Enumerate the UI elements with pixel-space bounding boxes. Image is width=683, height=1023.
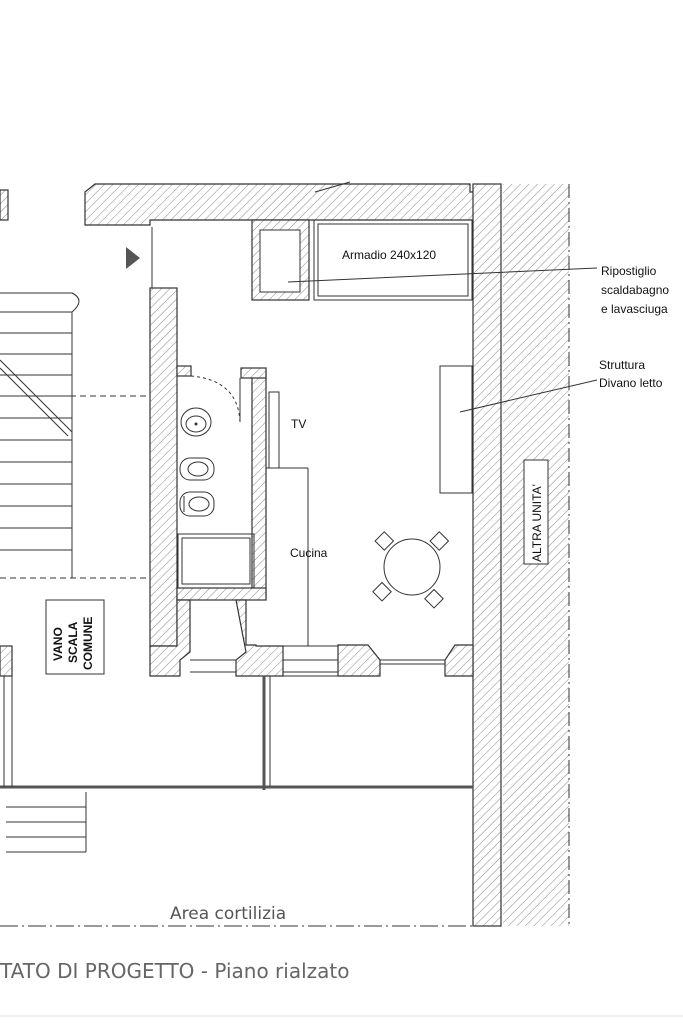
other-unit-label: ALTRA UNITA' (530, 484, 544, 562)
top-wall (84, 181, 501, 226)
bathroom-window (190, 659, 236, 673)
storage-label-line3: e lavasciuga (601, 302, 668, 316)
bottom-wall-left (149, 599, 191, 677)
wardrobe-label: Armadio 240x120 (342, 248, 436, 262)
bottom-wall-mid (235, 599, 284, 677)
storage-closet (251, 219, 310, 301)
storage-label-line1: Ripostiglio (601, 264, 657, 278)
tv-label: TV (291, 417, 306, 431)
bottom-wall-right (444, 644, 474, 677)
staircase (0, 292, 150, 579)
sofa-label-line1: Struttura (599, 358, 645, 372)
courtyard-label: Area cortilizia (170, 904, 286, 924)
storage-label-line2: scaldabagno (601, 283, 669, 297)
kitchen-counter (266, 467, 309, 646)
bathroom-top-wall-right (240, 367, 267, 379)
left-top-wall-stub (0, 189, 9, 221)
left-bottom-wall-stub (0, 645, 13, 677)
sofa-bed (439, 365, 473, 494)
bottom-wall-window-sill (337, 644, 381, 677)
kitchen-label: Cucina (290, 546, 328, 560)
storage-leader-line (287, 267, 598, 283)
right-wall (472, 183, 502, 927)
sofa-leader-line (459, 379, 598, 413)
bathroom-top-wall-left (176, 365, 192, 377)
sofa-label-line2: Divano letto (599, 376, 663, 390)
courtyard-fences (0, 676, 473, 790)
toilet (179, 491, 215, 517)
tv-unit (268, 391, 280, 469)
bathroom-bottom-wall (176, 587, 267, 601)
living-window (380, 659, 445, 665)
kitchen-window (283, 645, 338, 677)
shower (177, 533, 255, 589)
other-unit-label-box (523, 459, 549, 565)
stair-label-line1: VANO (51, 627, 65, 661)
stair-label-line3: COMUNE (81, 617, 95, 670)
stair-label-line2: SCALA (66, 621, 80, 663)
courtyard-steps (6, 792, 87, 853)
bathroom-door-swing (190, 375, 241, 423)
drawing-title: TATO DI PROGETTO - Piano rialzato (0, 959, 349, 983)
entrance-door-marker (126, 247, 140, 269)
wardrobe (313, 219, 473, 301)
sink (180, 407, 212, 437)
dining-table (372, 531, 450, 609)
entrance-left-wall (149, 287, 178, 647)
stair-label-box (45, 599, 105, 675)
bidet (179, 457, 215, 481)
